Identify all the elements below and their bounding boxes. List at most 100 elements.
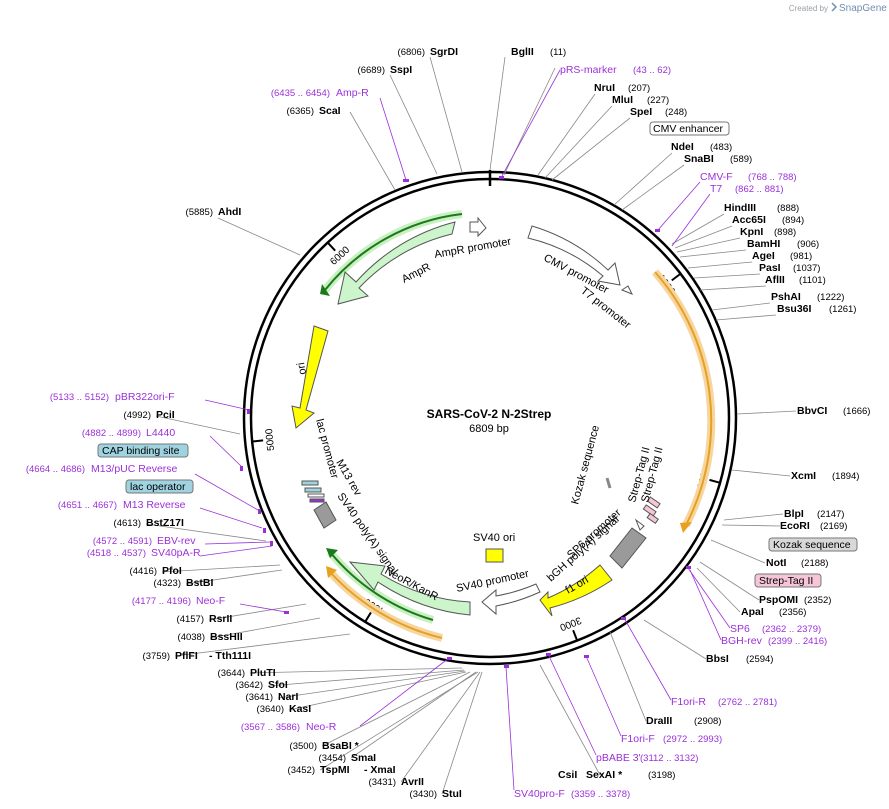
enzyme-pos: (1894) <box>832 471 859 482</box>
tick-mark <box>364 611 372 623</box>
leader-line <box>319 671 479 771</box>
primer-pos: (5133 .. 5152) <box>50 392 109 403</box>
enzyme-label: BamHI <box>747 238 780 250</box>
enzyme-pos: (2594) <box>746 654 773 665</box>
enzyme-pos: (3644) <box>218 668 245 679</box>
primer-label: L4440 <box>146 427 175 439</box>
leader-line <box>674 225 733 249</box>
enzyme-pos: (2908) <box>694 716 721 727</box>
leader-line <box>288 671 467 711</box>
primer-marks <box>240 176 691 668</box>
label-sv40-ori: SV40 ori <box>473 532 515 544</box>
enzyme-pos: (3759) <box>143 651 170 662</box>
enzyme-label: NdeI <box>671 141 694 153</box>
leader-line <box>736 410 797 415</box>
enzyme-pos: (3198) <box>648 770 675 781</box>
enzyme-label: PasI <box>759 262 781 274</box>
enzyme-pos: (3640) <box>257 704 284 715</box>
leader-line <box>321 671 471 747</box>
leader-line <box>687 261 753 269</box>
enzyme-pos: (4038) <box>178 632 205 643</box>
orf-arc-amp-line <box>324 213 463 291</box>
bgh-polya-feature <box>609 527 647 569</box>
enzyme-label: Acc65I <box>732 214 766 226</box>
primer-label: BGH-rev <box>721 635 763 647</box>
leader-line <box>145 523 267 542</box>
leader-line <box>429 56 463 173</box>
enzyme-label: PflFI <box>175 650 198 662</box>
t7-promoter-feature <box>620 285 634 295</box>
leader-line <box>277 670 466 699</box>
enzyme-pos: (2352) <box>804 595 831 606</box>
orf-arrowhead-n <box>680 522 692 533</box>
enzyme-pos: (4613) <box>114 518 141 529</box>
tick-mark <box>572 629 579 641</box>
enzyme-pos: (248) <box>665 107 687 118</box>
neor-feature <box>348 561 471 616</box>
leader-line <box>389 74 438 175</box>
enzyme-label: BlpI <box>784 508 804 520</box>
enzyme-label: SgrDI <box>430 46 458 58</box>
enzyme-pos: (1222) <box>817 292 844 303</box>
m13-rev-feature <box>309 498 325 503</box>
leader-line <box>715 314 777 321</box>
enzyme-label-2: - Tth111I <box>209 650 251 662</box>
enzyme-label: BstZ17I <box>146 517 184 529</box>
leader-line <box>537 93 596 176</box>
enzyme-label: ScaI <box>319 105 341 117</box>
primer-pos: (4518 .. 4537) <box>87 548 146 559</box>
enzyme-label: PfoI <box>162 565 182 577</box>
primer-leader-line <box>199 545 273 557</box>
sv40-ori-feature <box>485 548 504 563</box>
primer-label: F1ori-R <box>671 696 706 708</box>
enzyme-pos: (1261) <box>829 304 856 315</box>
boxed-features: CMV enhancer CAP binding site lac operat… <box>97 121 858 588</box>
leader-line <box>349 111 396 191</box>
primer-leader-line <box>501 69 561 177</box>
enzyme-label: NarI <box>278 691 299 703</box>
primer-label: T7 <box>710 183 722 195</box>
enzyme-label: KpnI <box>740 226 763 238</box>
enzyme-label: PshAI <box>771 291 801 303</box>
enzyme-label: BbsI <box>706 653 729 665</box>
enzyme-pos: (888) <box>777 203 799 214</box>
enzyme-pos: (906) <box>797 239 819 250</box>
enzyme-pos: (6689) <box>358 65 385 76</box>
enzyme-pos: (5885) <box>186 207 213 218</box>
strep-tag-box <box>754 573 822 588</box>
primer-pos: (2972 .. 2993) <box>663 734 722 745</box>
enzyme-pos: (3641) <box>246 692 273 703</box>
enzyme-pos: (2188) <box>801 558 828 569</box>
primer-label: pBABE 3' <box>596 752 641 764</box>
strep-tag-label: Strep-Tag II <box>759 575 813 587</box>
primer-leader-line <box>359 657 450 727</box>
sv40-promoter-feature <box>481 583 541 616</box>
primer-leader-line <box>194 473 259 511</box>
leader-line <box>699 561 760 601</box>
leader-line <box>731 469 791 477</box>
enzyme-pos: (4323) <box>154 578 181 589</box>
primer-pos: (43 .. 62) <box>633 65 671 76</box>
primer-pos: (2362 .. 2379) <box>762 624 821 635</box>
enzyme-label: ApaI <box>741 606 764 618</box>
enzyme-pos: (898) <box>774 227 796 238</box>
enzyme-label: Bsu36I <box>777 303 812 315</box>
enzyme-label: BglII <box>511 46 534 58</box>
leader-line <box>643 619 707 660</box>
enzyme-label: EcoRI <box>780 520 810 532</box>
enzyme-label: MluI <box>612 94 633 106</box>
enzyme-label: SmaI <box>351 752 376 764</box>
leader-line <box>185 569 283 585</box>
enzyme-pos: (483) <box>710 142 732 153</box>
primer-label: M13 Reverse <box>123 499 186 511</box>
enzyme-label: SnaBI <box>684 153 714 165</box>
primer-leader-line <box>547 653 597 756</box>
lac-operator-feature <box>304 487 322 493</box>
enzyme-label: CsiI <box>558 769 577 781</box>
leader-line <box>679 249 747 258</box>
label-m13-rev: M13 rev <box>333 458 364 499</box>
enzyme-label: KasI <box>289 703 311 715</box>
cap-binding-label: CAP binding site <box>102 445 180 457</box>
enzyme-label: HindIII <box>724 202 756 214</box>
